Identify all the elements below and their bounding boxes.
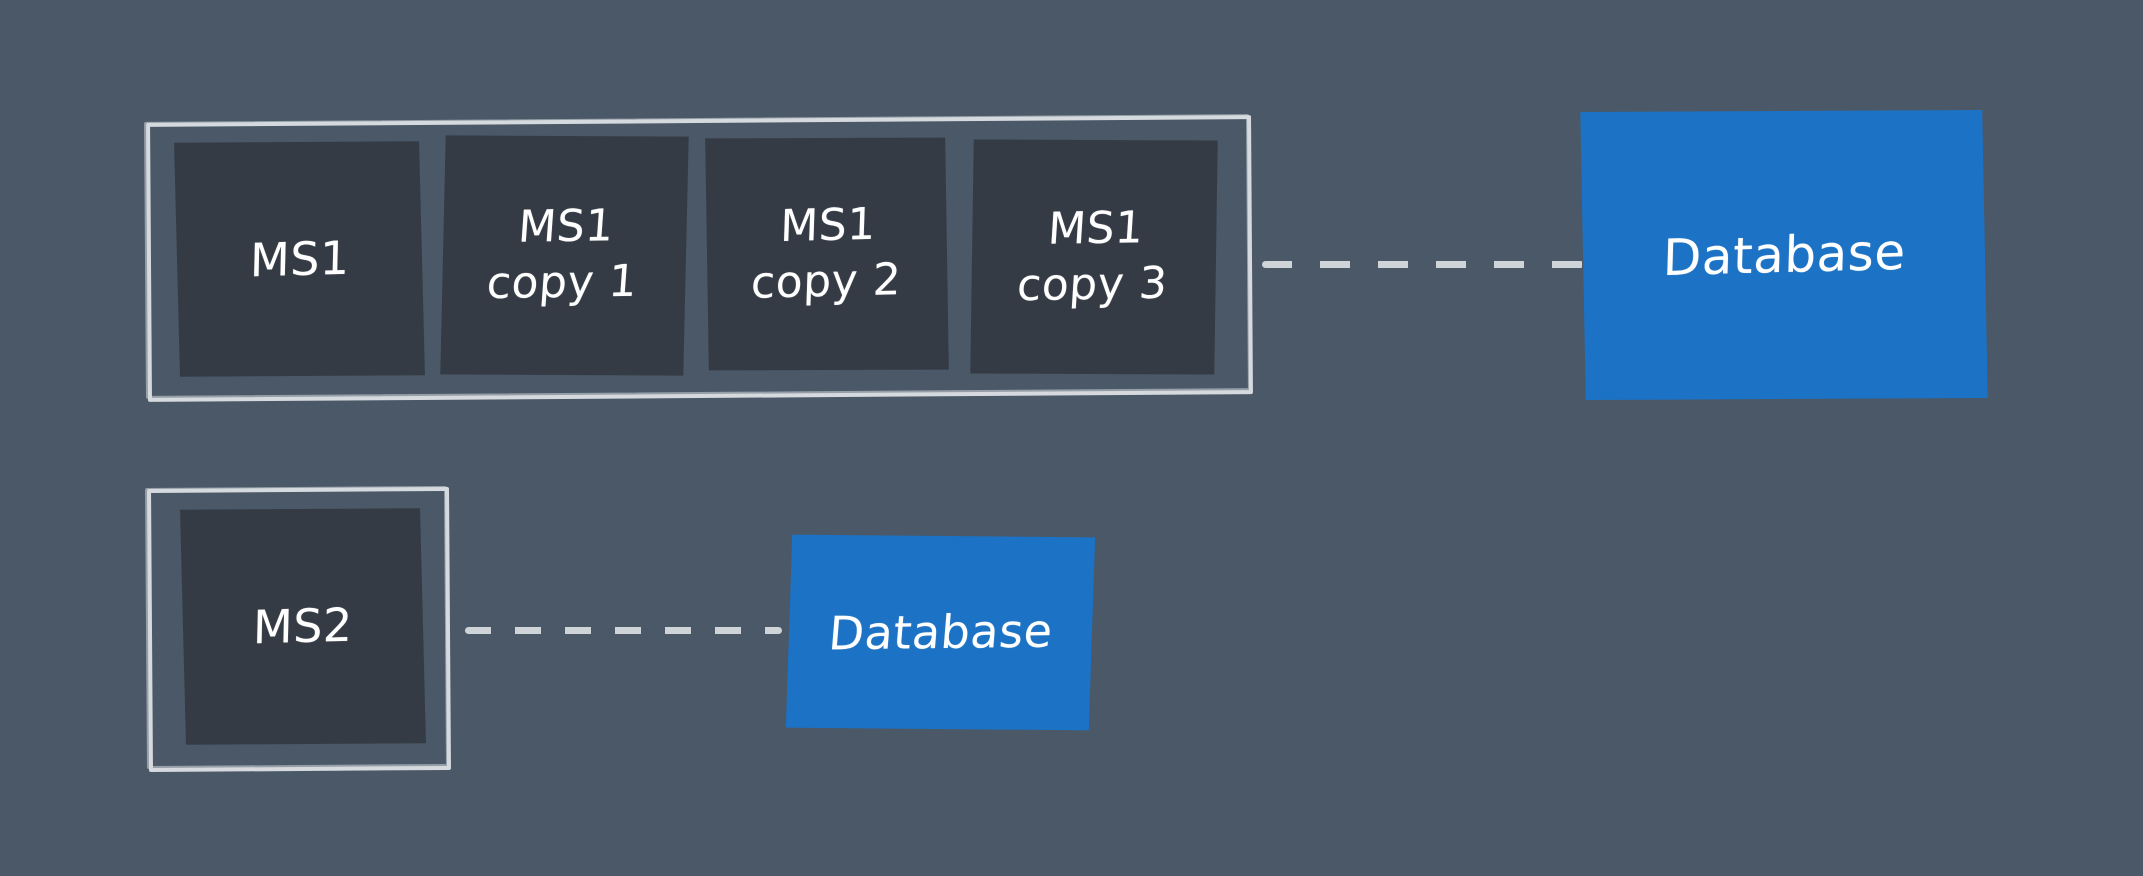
database-label-ms2: Database (826, 603, 1055, 661)
database-label-ms1: Database (1661, 222, 1907, 288)
service-label-ms2: MS2 (252, 597, 354, 655)
service-box-ms2[interactable]: MS2 (180, 508, 426, 745)
service-box-ms1-copy-1[interactable]: MS1 copy 1 (440, 135, 689, 376)
service-label-ms1-copy-1: MS1 copy 1 (485, 200, 640, 310)
service-label-ms1-copy-2: MS1 copy 2 (750, 198, 903, 309)
connector-ms1-to-database (1262, 261, 1584, 268)
service-label-ms1: MS1 (249, 230, 351, 287)
database-box-ms2[interactable]: Database (785, 534, 1096, 731)
database-box-ms1[interactable]: Database (1580, 109, 1988, 401)
service-box-ms1-copy-2[interactable]: MS1 copy 2 (705, 137, 949, 371)
service-box-ms1-copy-3[interactable]: MS1 copy 3 (970, 139, 1218, 375)
service-label-ms1-copy-3: MS1 copy 3 (1015, 201, 1170, 312)
connector-ms2-to-database (465, 627, 782, 634)
service-box-ms1[interactable]: MS1 (174, 141, 425, 377)
